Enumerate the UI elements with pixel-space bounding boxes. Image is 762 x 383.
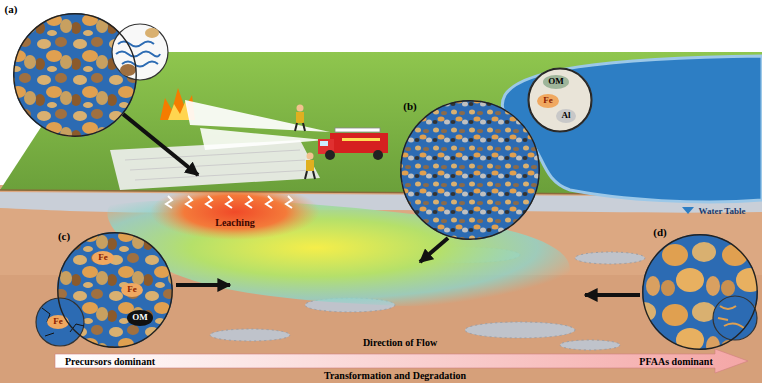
water-table-marker bbox=[682, 207, 694, 214]
magnified-view: (b) bbox=[400, 100, 540, 240]
fire-truck bbox=[342, 138, 380, 141]
fire-truck bbox=[325, 150, 335, 160]
magnified-view: (c)FeFeOMFe bbox=[57, 232, 173, 348]
foam-spray bbox=[185, 100, 330, 150]
magnified-soil bbox=[556, 109, 576, 123]
gravel-lens bbox=[560, 340, 620, 350]
element-label: OM bbox=[132, 313, 148, 323]
flow-arrow bbox=[55, 349, 748, 373]
element-label: Fe bbox=[53, 317, 63, 327]
circle-outline bbox=[58, 233, 172, 347]
foam-spray bbox=[200, 128, 325, 150]
gravel-lens bbox=[575, 252, 645, 264]
lake bbox=[502, 56, 762, 202]
magnified-soil bbox=[642, 234, 758, 350]
magnified-soil bbox=[47, 315, 69, 329]
panel-letter: (c) bbox=[58, 230, 70, 242]
circle-outline bbox=[643, 235, 757, 349]
pointer-arrow bbox=[585, 293, 640, 297]
fire-truck bbox=[320, 141, 328, 146]
magnified-soil bbox=[118, 42, 154, 47]
leaching-symbol bbox=[166, 196, 172, 208]
magnified-soil bbox=[400, 100, 540, 240]
magnified-soil bbox=[120, 64, 136, 76]
magnified-soil bbox=[127, 310, 153, 326]
water-table-marker bbox=[682, 207, 694, 214]
firefighter bbox=[295, 105, 315, 180]
pointer-arrow bbox=[420, 238, 448, 262]
magnified-soil bbox=[112, 24, 168, 80]
gravel-lens bbox=[465, 322, 575, 338]
firefighter bbox=[305, 171, 315, 179]
pointer-arrow bbox=[176, 238, 640, 295]
soil-profile bbox=[0, 185, 762, 383]
magnified-soil bbox=[528, 68, 592, 132]
leaching-symbol bbox=[206, 196, 212, 208]
firefighter bbox=[297, 105, 304, 112]
flow-arrow bbox=[123, 114, 198, 175]
magnified-soil bbox=[13, 13, 758, 350]
fire-truck bbox=[335, 128, 380, 132]
magnified-soil bbox=[537, 94, 559, 108]
magnified-soil bbox=[543, 75, 569, 89]
element-label: OM bbox=[548, 77, 564, 87]
leaching-symbol bbox=[266, 196, 272, 208]
lake bbox=[502, 56, 762, 202]
magnified-view: (d) bbox=[642, 234, 758, 350]
firefighter bbox=[295, 123, 305, 131]
pointer-arrow bbox=[176, 283, 230, 287]
foam-blanket bbox=[125, 150, 312, 180]
gravel-lens bbox=[210, 329, 290, 341]
firefighter bbox=[306, 160, 314, 171]
magnified-soil bbox=[122, 62, 158, 67]
firefighter bbox=[307, 153, 314, 160]
inset-view: OM FeAl bbox=[528, 68, 592, 132]
panel-letter: (a) bbox=[5, 3, 18, 15]
flow-arrow bbox=[55, 349, 748, 373]
process-label: Transformation and Degradation bbox=[324, 370, 466, 381]
circle-outline bbox=[14, 14, 136, 136]
leaching-zone: Leaching bbox=[150, 175, 320, 235]
circle-outline bbox=[13, 13, 137, 137]
fire-truck bbox=[330, 133, 388, 153]
fire-truck bbox=[318, 128, 388, 160]
magnified-soil bbox=[718, 306, 744, 328]
water-table-label: Water Table bbox=[698, 207, 745, 217]
zone-label: PFAAs dominant bbox=[639, 356, 712, 367]
magnified-soil bbox=[13, 13, 137, 137]
soil-profile bbox=[0, 185, 762, 383]
element-label: Fe bbox=[543, 96, 553, 106]
zone-label: Precursors dominant bbox=[65, 356, 155, 367]
magnified-soil bbox=[116, 52, 160, 57]
foam-spray bbox=[185, 100, 330, 132]
leaching-symbol bbox=[246, 196, 252, 208]
magnified-soil bbox=[145, 28, 159, 38]
magnified-soil bbox=[92, 251, 114, 265]
element-label: Fe bbox=[98, 253, 108, 263]
panel-letter: (b) bbox=[403, 100, 416, 112]
panel-letter: (d) bbox=[653, 226, 666, 238]
circle-outline bbox=[400, 100, 540, 240]
element-label: Fe bbox=[127, 285, 137, 295]
process-label: Leaching bbox=[215, 217, 254, 228]
fire-truck bbox=[373, 150, 383, 160]
leaching-symbol bbox=[186, 196, 192, 208]
leaching-symbol bbox=[286, 196, 292, 208]
firefighter bbox=[296, 112, 304, 123]
leaching-symbol bbox=[226, 196, 232, 208]
flow-label: Direction of Flow bbox=[363, 337, 437, 348]
magnified-soil bbox=[57, 232, 173, 348]
magnified-view: (a) bbox=[13, 13, 137, 137]
circle-outline bbox=[401, 101, 539, 239]
circle-outline bbox=[529, 69, 591, 131]
circle-outline bbox=[57, 232, 173, 348]
circle-outline bbox=[642, 234, 758, 350]
leaching-symbol bbox=[166, 196, 292, 208]
magnified-soil bbox=[121, 283, 143, 297]
element-label: Al bbox=[562, 111, 571, 121]
